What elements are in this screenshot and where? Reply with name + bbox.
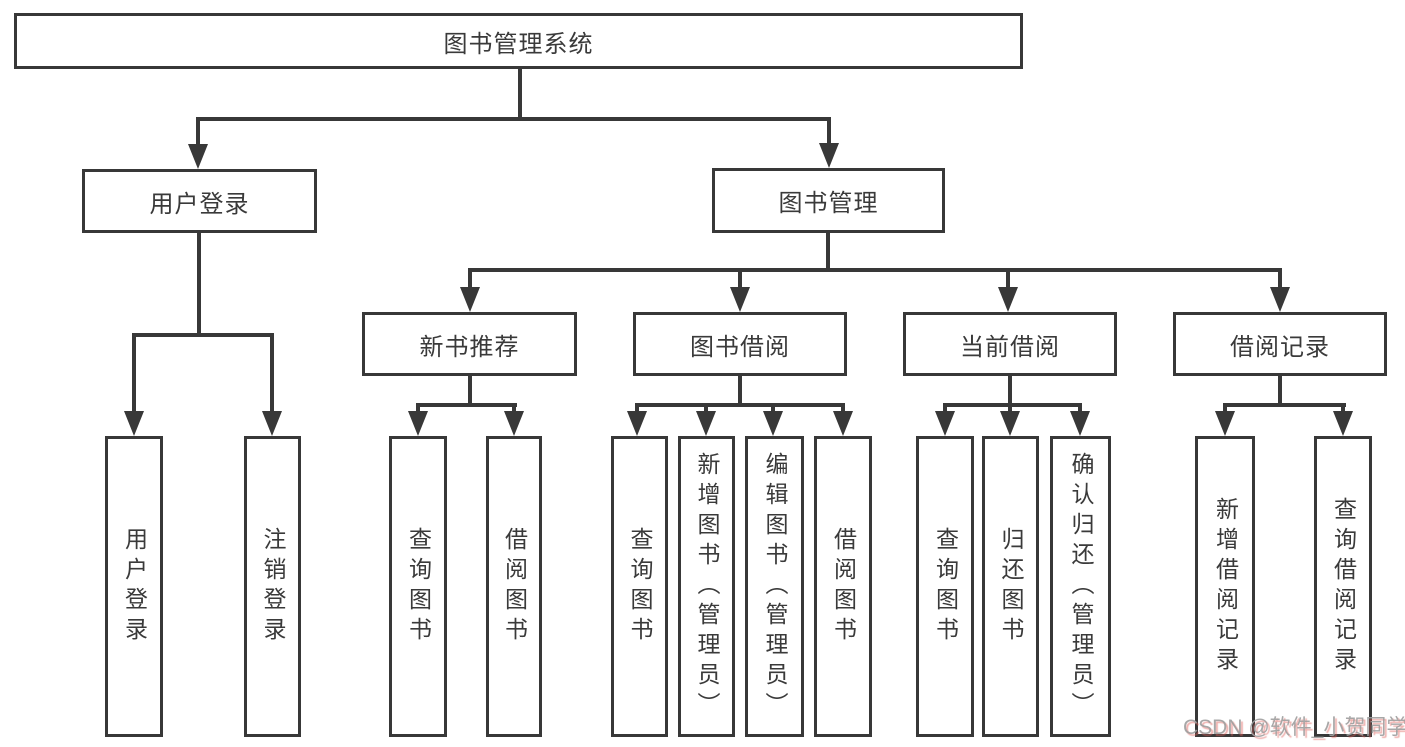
- arrow-down-icon: [1333, 411, 1353, 436]
- connector-drop: [1278, 268, 1282, 291]
- connector-drop: [468, 268, 472, 291]
- csdn-watermark: CSDN @软件_小贺同学: [1183, 716, 1405, 739]
- connector-stem: [738, 375, 742, 407]
- arrow-down-icon: [504, 411, 524, 436]
- leaf-nbr-query-book: 查询图书: [389, 436, 447, 737]
- connector-drop: [1006, 268, 1010, 291]
- connector-user-login-stem: [197, 231, 201, 337]
- leaf-user-login-label: 用户登录: [121, 526, 148, 647]
- node-current-borrow-label: 当前借阅: [960, 333, 1060, 361]
- connector-drop: [635, 403, 639, 415]
- connector-book-mgmt-stem: [826, 231, 830, 271]
- connector-drop: [196, 117, 200, 147]
- leaf-br-add-record-label: 新增借阅记录: [1212, 496, 1239, 677]
- leaf-bb-add-book-label: 新增图书（管理员）: [694, 451, 720, 722]
- connector-branch: [416, 403, 517, 407]
- leaf-cb-confirm-return: 确认归还（管理员）: [1050, 436, 1111, 737]
- leaf-bb-edit-book-label: 编辑图书（管理员）: [762, 451, 788, 722]
- connector-root-branch: [196, 117, 830, 121]
- arrow-down-icon: [262, 411, 282, 436]
- arrow-down-icon: [1270, 287, 1290, 312]
- leaf-bb-edit-book: 编辑图书（管理员）: [745, 436, 804, 737]
- node-book-mgmt-label: 图书管理: [778, 190, 879, 217]
- connector-branch: [1223, 403, 1346, 407]
- connector-branch: [943, 403, 1082, 407]
- leaf-nbr-query-book-label: 查询图书: [405, 526, 432, 647]
- node-new-book-rec-label: 新书推荐: [419, 333, 520, 361]
- leaf-bb-borrow-book-label: 借阅图书: [830, 526, 857, 647]
- leaf-bb-query-book: 查询图书: [611, 436, 668, 737]
- connector-drop: [841, 403, 845, 415]
- node-root-label: 图书管理系统: [443, 30, 594, 58]
- leaf-br-query-record: 查询借阅记录: [1314, 436, 1372, 737]
- connector-branch: [635, 403, 845, 407]
- connector-user-login-branch: [132, 333, 274, 337]
- connector-drop: [704, 403, 708, 415]
- leaf-cb-query-book-label: 查询图书: [932, 526, 959, 647]
- arrow-down-icon: [935, 411, 955, 436]
- node-book-mgmt: 图书管理: [712, 168, 945, 233]
- arrow-down-icon: [998, 287, 1018, 312]
- node-current-borrow: 当前借阅: [903, 312, 1117, 376]
- connector-stem: [468, 375, 472, 407]
- leaf-user-login: 用户登录: [105, 436, 163, 737]
- leaf-bb-borrow-book: 借阅图书: [814, 436, 872, 737]
- leaf-cb-query-book: 查询图书: [916, 436, 974, 737]
- connector-drop: [1008, 403, 1012, 415]
- connector-drop: [132, 333, 136, 414]
- arrow-down-icon: [408, 411, 428, 436]
- arrow-down-icon: [696, 411, 716, 436]
- leaf-nbr-borrow-book-label: 借阅图书: [501, 526, 528, 647]
- leaf-cb-return-book: 归还图书: [982, 436, 1039, 737]
- leaf-br-add-record: 新增借阅记录: [1195, 436, 1255, 737]
- arrow-down-icon: [819, 143, 839, 168]
- leaf-bb-query-book-label: 查询图书: [627, 526, 653, 647]
- arrow-down-icon: [1215, 411, 1235, 436]
- leaf-logout: 注销登录: [244, 436, 301, 737]
- connector-drop: [943, 403, 947, 415]
- leaf-bb-add-book: 新增图书（管理员）: [678, 436, 735, 737]
- connector-drop: [738, 268, 742, 291]
- node-user-login: 用户登录: [82, 169, 317, 233]
- connector-drop: [270, 333, 274, 414]
- arrow-down-icon: [188, 144, 208, 169]
- connector-stem: [1008, 375, 1012, 407]
- arrow-down-icon: [627, 411, 647, 436]
- node-book-borrow: 图书借阅: [633, 312, 847, 376]
- arrow-down-icon: [1000, 411, 1020, 436]
- node-borrow-record: 借阅记录: [1173, 312, 1387, 376]
- leaf-br-query-record-label: 查询借阅记录: [1330, 496, 1357, 677]
- leaf-logout-label: 注销登录: [260, 526, 286, 647]
- connector-book-mgmt-branch: [468, 268, 1282, 272]
- node-user-login-label: 用户登录: [149, 190, 250, 218]
- leaf-cb-return-book-label: 归还图书: [998, 526, 1024, 647]
- arrow-down-icon: [124, 411, 144, 436]
- connector-drop: [512, 403, 516, 415]
- connector-drop: [771, 403, 775, 415]
- connector-drop: [1223, 403, 1227, 415]
- node-new-book-rec: 新书推荐: [362, 312, 577, 376]
- arrow-down-icon: [730, 287, 750, 312]
- connector-drop: [827, 117, 831, 147]
- node-root: 图书管理系统: [14, 13, 1023, 69]
- connector-drop: [1341, 403, 1345, 415]
- connector-drop: [416, 403, 420, 415]
- connector-root-stem: [518, 66, 522, 119]
- connector-stem: [1278, 375, 1282, 407]
- leaf-nbr-borrow-book: 借阅图书: [486, 436, 542, 737]
- arrow-down-icon: [763, 411, 783, 436]
- arrow-down-icon: [833, 411, 853, 436]
- arrow-down-icon: [460, 287, 480, 312]
- node-borrow-record-label: 借阅记录: [1230, 333, 1330, 361]
- node-book-borrow-label: 图书借阅: [690, 333, 790, 361]
- arrow-down-icon: [1070, 411, 1090, 436]
- connector-drop: [1078, 403, 1082, 415]
- leaf-cb-confirm-return-label: 确认归还（管理员）: [1068, 451, 1094, 722]
